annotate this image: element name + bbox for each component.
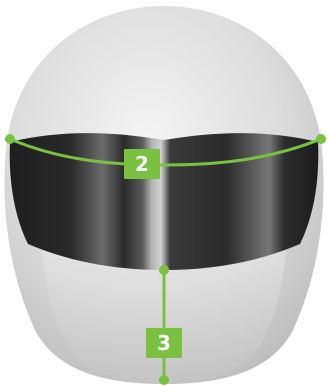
chin-height-bottom-endpoint bbox=[159, 375, 169, 385]
visor-width-right-endpoint bbox=[316, 134, 326, 144]
chin-height-top-endpoint bbox=[159, 265, 169, 275]
marker-2-label: 2 bbox=[135, 152, 149, 176]
visor-width-left-endpoint bbox=[5, 134, 15, 144]
marker-3-label: 3 bbox=[157, 331, 171, 355]
